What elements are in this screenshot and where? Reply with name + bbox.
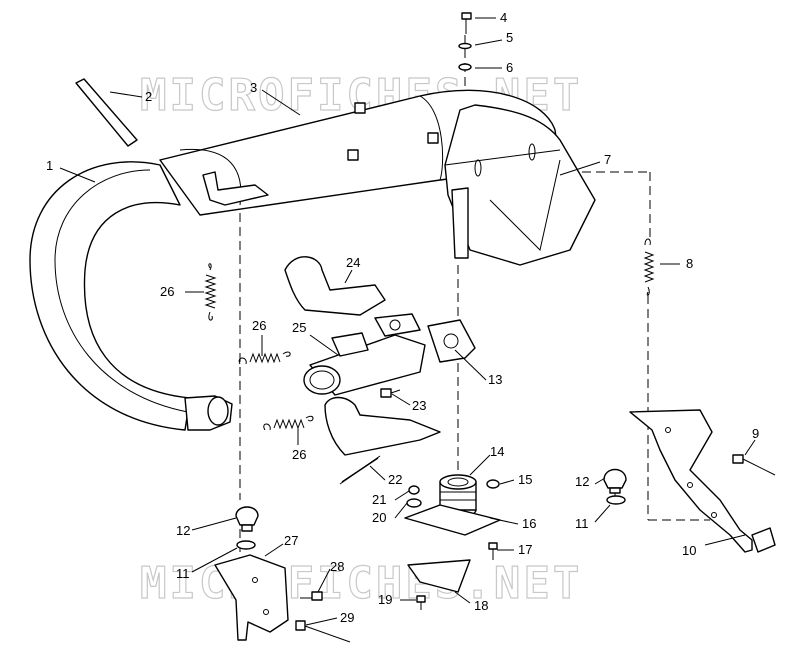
nut-15 xyxy=(486,479,500,489)
callout-22: 22 xyxy=(388,472,402,487)
cable-29 xyxy=(295,620,351,643)
long-bolt xyxy=(339,455,381,485)
heat-shield-upper xyxy=(284,256,386,316)
callout-24: 24 xyxy=(346,255,360,270)
exhaust-pipe xyxy=(29,161,233,431)
callout-3: 3 xyxy=(250,80,257,95)
gasket xyxy=(427,319,476,363)
bracket-10 xyxy=(629,409,776,553)
callout-7: 7 xyxy=(604,152,611,167)
callout-26-middle: 26 xyxy=(252,318,266,333)
callout-17: 17 xyxy=(518,542,532,557)
callout-27: 27 xyxy=(284,533,298,548)
spring-right xyxy=(643,238,655,296)
callout-8: 8 xyxy=(686,256,693,271)
watermark-bottom: MICROFICHES.NET xyxy=(140,558,582,609)
callout-28: 28 xyxy=(330,559,344,574)
callout-26-left: 26 xyxy=(160,284,174,299)
heat-shield-lower xyxy=(324,396,441,456)
callout-20: 20 xyxy=(372,510,386,525)
bumper-right xyxy=(603,468,627,494)
spring-middle xyxy=(238,351,291,365)
bracket-27 xyxy=(214,554,289,641)
callout-19: 19 xyxy=(378,592,392,607)
callout-11-right: 11 xyxy=(575,516,589,531)
mount-plate xyxy=(404,504,501,536)
spring-left-vertical xyxy=(204,263,217,321)
callout-13: 13 xyxy=(488,372,502,387)
top-hardware xyxy=(458,12,472,71)
callout-21: 21 xyxy=(372,492,386,507)
callout-12-right: 12 xyxy=(575,474,589,489)
callout-12-left: 12 xyxy=(176,523,190,538)
callout-4: 4 xyxy=(500,10,507,25)
bumper-left xyxy=(235,506,259,532)
callout-26-lower: 26 xyxy=(292,447,306,462)
cable-9 xyxy=(732,454,776,476)
callout-6: 6 xyxy=(506,60,513,75)
callout-11-left: 11 xyxy=(176,566,190,581)
washer-right xyxy=(606,495,626,505)
callout-18: 18 xyxy=(474,598,488,613)
callout-5: 5 xyxy=(506,30,513,45)
callout-25: 25 xyxy=(292,320,306,335)
callout-2: 2 xyxy=(145,89,152,104)
strap xyxy=(75,78,138,147)
bolt-23 xyxy=(380,388,401,398)
callout-14: 14 xyxy=(490,444,504,459)
spring-lower xyxy=(263,415,314,431)
bolt-19 xyxy=(416,595,426,610)
callout-15: 15 xyxy=(518,472,532,487)
muffler-shield xyxy=(444,104,596,266)
callout-16: 16 xyxy=(522,516,536,531)
exhaust-manifold xyxy=(303,313,426,396)
bolt-17 xyxy=(488,542,498,560)
callout-10: 10 xyxy=(682,543,696,558)
callout-1: 1 xyxy=(46,158,53,173)
nut-washer xyxy=(406,485,422,508)
leader-lines xyxy=(59,17,756,626)
callout-29: 29 xyxy=(340,610,354,625)
callout-9: 9 xyxy=(752,426,759,441)
callout-23: 23 xyxy=(412,398,426,413)
cable-clip xyxy=(300,591,323,601)
callout-labels: 1 2 3 4 5 6 7 8 9 10 11 11 12 12 13 14 1… xyxy=(46,10,759,625)
washer-left xyxy=(236,540,256,550)
bracket-18 xyxy=(407,559,471,593)
